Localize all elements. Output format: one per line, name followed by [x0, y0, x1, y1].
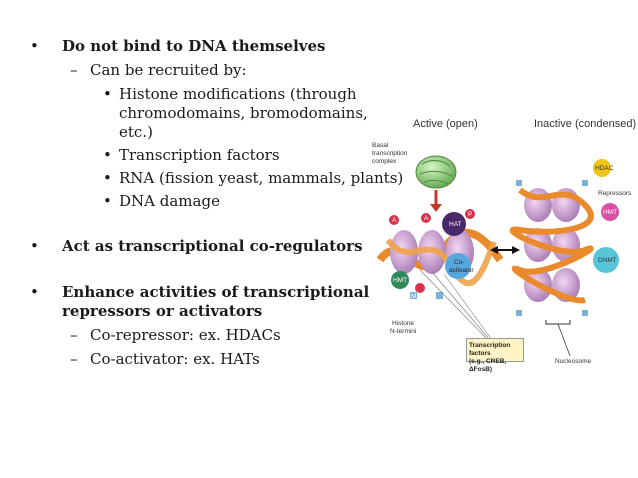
- mark-p: P: [468, 211, 473, 218]
- basal-label-1: Basal: [372, 142, 389, 149]
- item-dna-damage: DNA damage: [119, 192, 220, 210]
- hdac-label: HDAC: [595, 165, 614, 172]
- active-open-label: Active (open): [413, 118, 478, 130]
- dash-marker: –: [70, 350, 78, 368]
- hdac-circle: [593, 159, 611, 177]
- mark-a: A: [424, 215, 429, 222]
- inactive-condensed-label: Inactive (condensed): [534, 118, 637, 130]
- repressors-label: Repressors: [598, 190, 632, 197]
- bullet-enhance-activities: Enhance activities of transcriptional: [62, 283, 370, 301]
- coactivator-label-2: activator: [449, 267, 474, 274]
- transcription-factors-box: Transcription factors (e.g., CREB, ΔFosB…: [466, 338, 524, 373]
- hmt-right-circle: [601, 203, 619, 221]
- dnmt-label: DNMT: [598, 257, 617, 264]
- inactive-chromatin: [509, 187, 594, 304]
- item-transcription-factors: Transcription factors: [119, 146, 280, 164]
- hmt-left-label: HMT: [393, 277, 408, 284]
- hmt-left-circle: [391, 271, 409, 289]
- mark-m: M: [411, 293, 417, 300]
- arrow-head: [430, 204, 442, 212]
- bullet-marker: •: [30, 283, 39, 301]
- sub-co-activator: Co-activator: ex. HATs: [90, 350, 260, 368]
- chromatin-illustration: [376, 155, 619, 357]
- coactivator-circle: [445, 253, 471, 279]
- bullet-marker: •: [103, 85, 112, 103]
- bullet-marker: •: [103, 146, 112, 164]
- bullet-co-regulators: Act as transcriptional co-regulators: [62, 237, 363, 255]
- dash-marker: –: [70, 326, 78, 344]
- basal-complex: [415, 155, 457, 189]
- hat-label: HAT: [449, 221, 462, 228]
- nucleosome-label: Nucleosome: [555, 358, 592, 365]
- bullet-marker: •: [103, 192, 112, 210]
- chromatin-figure: Active (open) Inactive (condensed) Basal…: [370, 110, 636, 373]
- mark-a: A: [392, 217, 397, 224]
- histone-label-2: N-termini: [390, 328, 417, 335]
- item-histone-modifications-cont: chromodomains, bromodomains,: [119, 104, 368, 122]
- hmt-right-label: HMT: [603, 209, 618, 216]
- tf-label-2: (e.g., CREB, ΔFosB): [469, 358, 507, 373]
- item-histone-modifications-end: etc.): [119, 123, 153, 141]
- tf-label-1: Transcription factors: [469, 342, 511, 357]
- coactivator-label-1: Co-: [454, 259, 465, 266]
- sub-recruited-by: Can be recruited by:: [90, 61, 247, 79]
- item-rna: RNA (fission yeast, mammals, plants): [119, 169, 404, 187]
- bullet-marker: •: [30, 237, 39, 255]
- basal-label-3: complex: [372, 158, 397, 165]
- histone-label-1: Histone: [392, 320, 415, 327]
- hat-circle: [442, 212, 466, 236]
- bullet-enhance-activities-cont: repressors or activators: [62, 302, 263, 320]
- bullet-marker: •: [103, 169, 112, 187]
- basal-label-2: transcription: [372, 150, 408, 157]
- bullet-marker: •: [30, 37, 39, 55]
- bullet-do-not-bind: Do not bind to DNA themselves: [62, 37, 326, 55]
- sub-co-repressor: Co-repressor: ex. HDACs: [90, 326, 281, 344]
- item-histone-modifications: Histone modifications (through: [119, 85, 357, 103]
- dash-marker: –: [70, 61, 78, 79]
- dnmt-circle: [593, 247, 619, 273]
